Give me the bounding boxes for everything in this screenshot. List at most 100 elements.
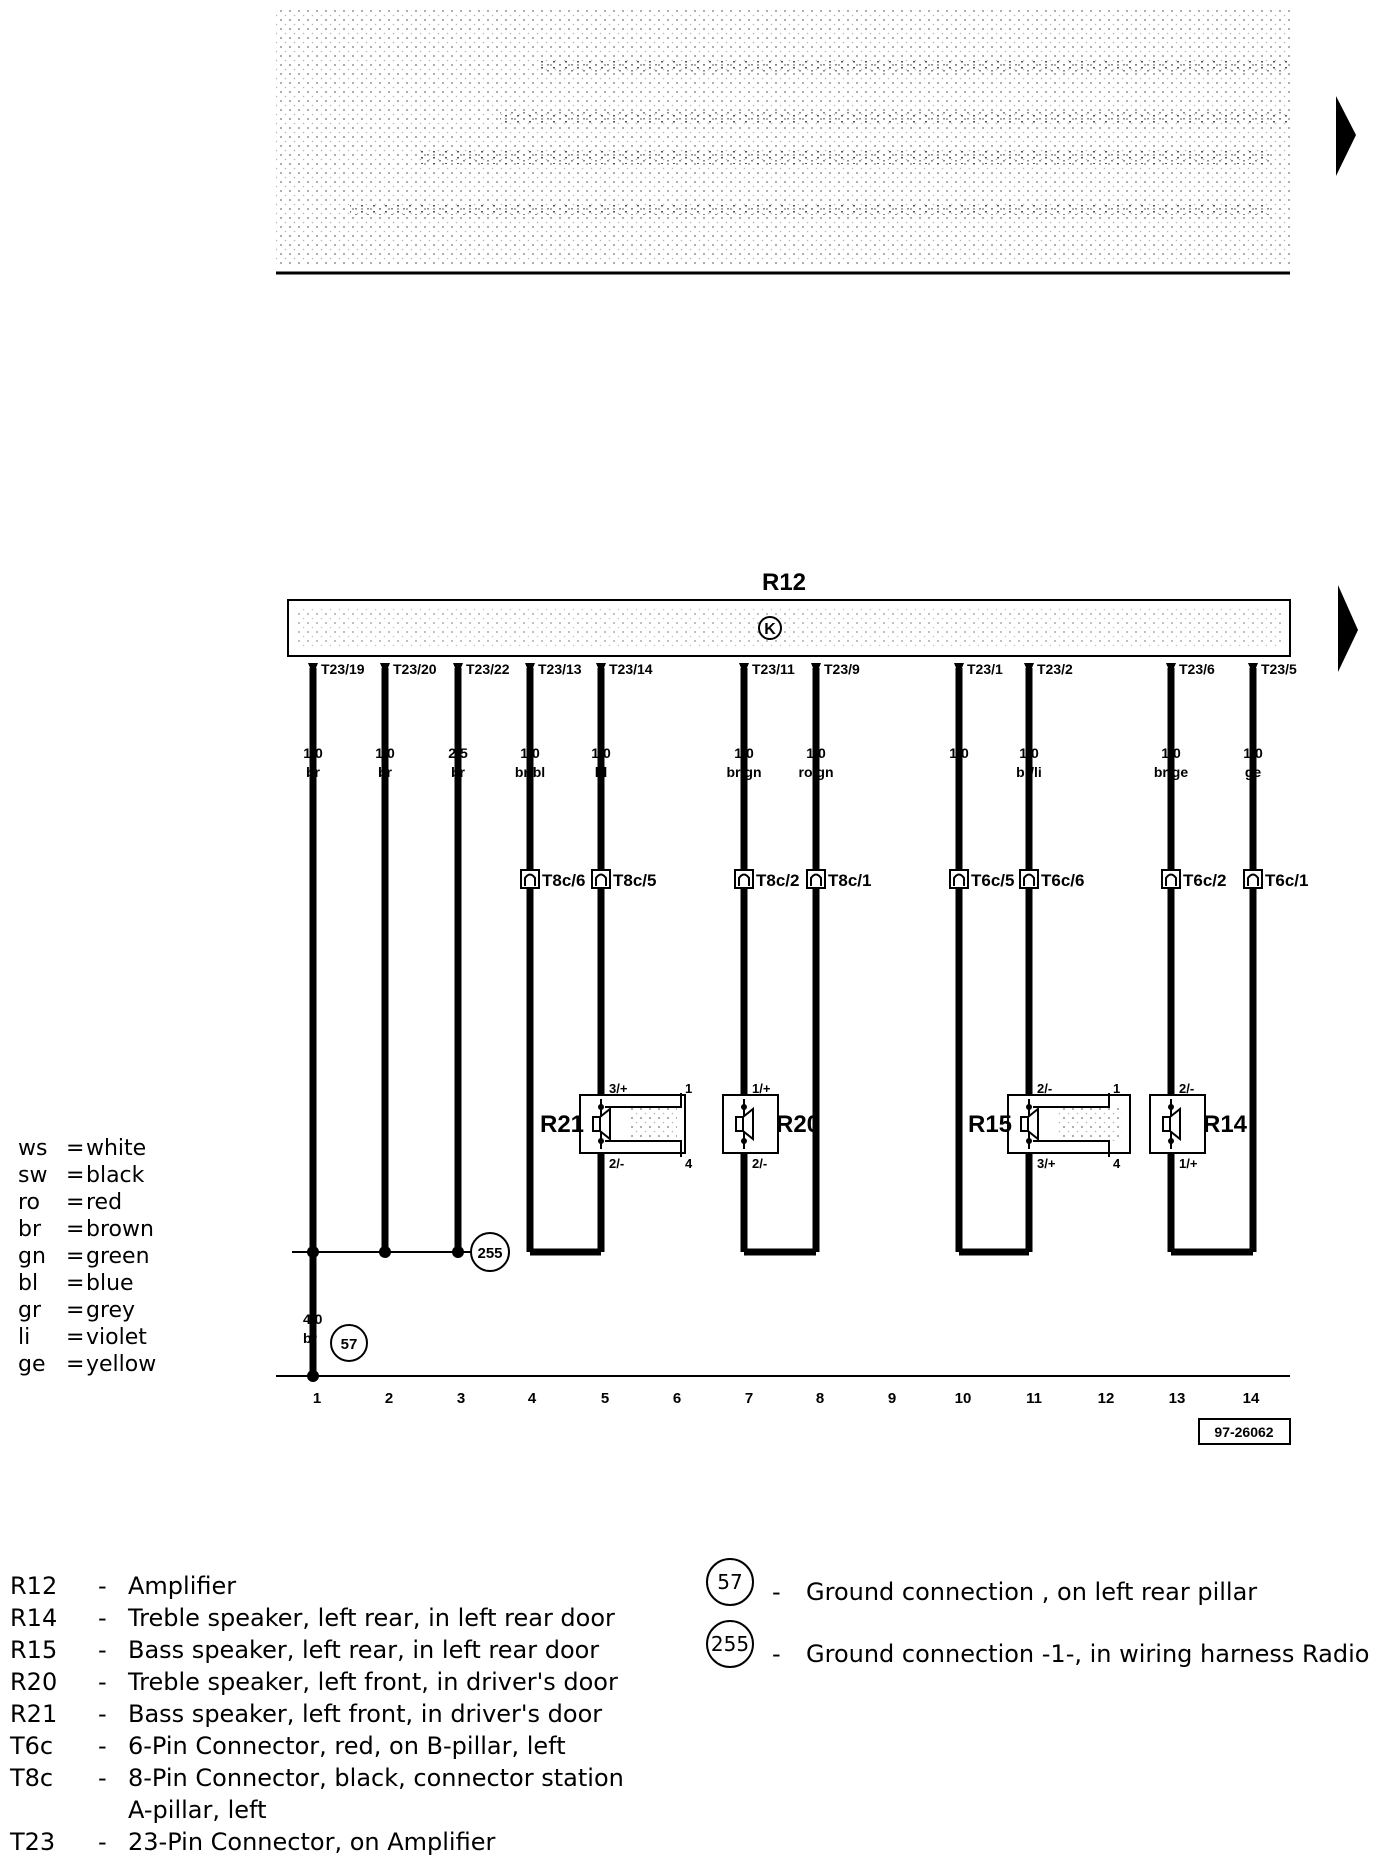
connector-label: T8c/2	[756, 871, 799, 890]
color-key-row: ro=red	[18, 1190, 123, 1215]
amp-pin-label: T23/11	[752, 661, 795, 677]
color-abbr: ro	[18, 1190, 41, 1215]
speaker-pin: 2/-	[1037, 1081, 1052, 1096]
speaker-pin: 2/-	[1179, 1081, 1194, 1096]
color-name: green	[86, 1244, 150, 1269]
track-number: 4	[528, 1390, 537, 1407]
pin-arrow	[739, 663, 749, 675]
legend-code: R15	[10, 1636, 58, 1664]
pin-arrow	[453, 663, 463, 675]
connector: T6c/6	[1019, 869, 1084, 890]
wire-color: br/li	[1016, 764, 1042, 780]
wire-color: li	[955, 764, 963, 780]
connector-label: T6c/2	[1183, 871, 1226, 890]
legend-row: R21-Bass speaker, left front, in driver'…	[10, 1698, 624, 1730]
speaker-label: R15	[968, 1111, 1012, 1138]
speaker-icon	[1020, 1116, 1029, 1132]
legend-code: T6c	[10, 1732, 54, 1760]
connector-label: T6c/5	[971, 871, 1014, 890]
color-name: grey	[86, 1298, 136, 1323]
track-number: 2	[385, 1390, 393, 1407]
color-abbr: br	[18, 1217, 42, 1242]
ground-point-255	[470, 1232, 510, 1272]
amp-pin-label: T23/19	[321, 661, 365, 677]
wire-size: 1,0	[303, 745, 323, 761]
amp-pin-label: T23/5	[1261, 661, 1297, 677]
legend-desc: 23-Pin Connector, on Amplifier	[128, 1828, 496, 1856]
wire-color: bl	[595, 764, 607, 780]
track-number: 5	[601, 1390, 609, 1407]
color-name: blue	[86, 1271, 134, 1296]
amplifier-k-symbol	[758, 616, 782, 640]
speaker-icon	[592, 1116, 601, 1132]
legend-desc: Treble speaker, left rear, in left rear …	[128, 1604, 615, 1632]
legend-code: T23	[10, 1828, 56, 1856]
wire-size: 1,0	[520, 745, 540, 761]
wire-color: ge	[1245, 764, 1262, 780]
legend-desc: Amplifier	[128, 1572, 237, 1600]
connector: T8c/2	[734, 869, 799, 890]
speaker-pin: 4	[1113, 1156, 1121, 1171]
color-name: white	[86, 1136, 147, 1161]
wire-size: 1,0	[591, 745, 611, 761]
ground-legend-255-symbol: 255	[706, 1620, 754, 1668]
ground-wire-size: 4,0	[303, 1311, 323, 1327]
amp-pin-label: T23/6	[1179, 661, 1215, 677]
connector-label: T8c/5	[613, 871, 656, 890]
legend-desc: 6-Pin Connector, red, on B-pillar, left	[128, 1732, 566, 1760]
track-number: 1	[313, 1390, 321, 1407]
color-abbr: bl	[18, 1271, 39, 1296]
ground-legend-57-text: Ground connection , on left rear pillar	[806, 1578, 1258, 1606]
ground-legend-57-symbol: 57	[706, 1558, 754, 1606]
legend-row: R14-Treble speaker, left rear, in left r…	[10, 1602, 624, 1634]
speaker-label: R14	[1203, 1111, 1248, 1138]
connector-label: T6c/6	[1041, 871, 1084, 890]
speaker-r14: R14 2/- 1/+	[1149, 1081, 1248, 1171]
amp-pin-label: T23/1	[967, 661, 1003, 677]
pin-arrow	[308, 663, 318, 675]
speaker-pin: 1/+	[1179, 1156, 1198, 1171]
track-number: 9	[888, 1390, 896, 1407]
wire-size: 1,0	[1019, 745, 1039, 761]
color-name: red	[86, 1190, 123, 1215]
wire-color: br/gn	[727, 764, 762, 780]
ground-legend-255-text: Ground connection -1-, in wiring harness…	[806, 1640, 1370, 1668]
amplifier-k-letter: K	[764, 621, 776, 638]
connector: T6c/1	[1243, 869, 1308, 890]
speaker-pin: 1	[685, 1081, 692, 1096]
faded-previous-block	[276, 10, 1290, 275]
speaker-label: R20	[776, 1111, 820, 1138]
speaker-pin: 4	[685, 1156, 693, 1171]
legend-row: R20-Treble speaker, left front, in drive…	[10, 1666, 624, 1698]
legend-code: R14	[10, 1604, 58, 1632]
ground-point-255-label: 255	[477, 1245, 502, 1262]
continue-arrow-top[interactable]	[1336, 96, 1356, 176]
legend-desc: Bass speaker, left front, in driver's do…	[128, 1700, 603, 1728]
pin-arrow	[1024, 663, 1034, 675]
color-abbr: gr	[18, 1298, 42, 1323]
ground-point-57-label: 57	[341, 1336, 358, 1353]
speaker-pin: 2/-	[752, 1156, 767, 1171]
color-abbr: gn	[18, 1244, 46, 1269]
color-key-row: gr=grey	[18, 1298, 136, 1323]
wire-size: 1,0	[806, 745, 826, 761]
connector: T6c/5	[949, 869, 1014, 890]
color-name: yellow	[86, 1352, 157, 1377]
wire-color: br	[306, 764, 321, 780]
legend-row: T23-23-Pin Connector, on Amplifier	[10, 1826, 624, 1858]
speaker-icon	[1162, 1116, 1171, 1132]
ground-bus: 255 4,0 br 57	[276, 1232, 1290, 1382]
pin-arrow	[1166, 663, 1176, 675]
track-number: 6	[673, 1390, 681, 1407]
continue-arrow-bottom[interactable]	[1338, 585, 1358, 672]
wire-size: 1,0	[1161, 745, 1181, 761]
legend-desc: 8-Pin Connector, black, connector statio…	[128, 1764, 624, 1824]
speaker-pin: 3/+	[1037, 1156, 1056, 1171]
diagram-reference-box: 97-26062	[1198, 1418, 1291, 1445]
amplifier-label: R12	[762, 569, 806, 596]
connector-label: T8c/6	[542, 871, 585, 890]
track-number: 11	[1026, 1390, 1042, 1407]
